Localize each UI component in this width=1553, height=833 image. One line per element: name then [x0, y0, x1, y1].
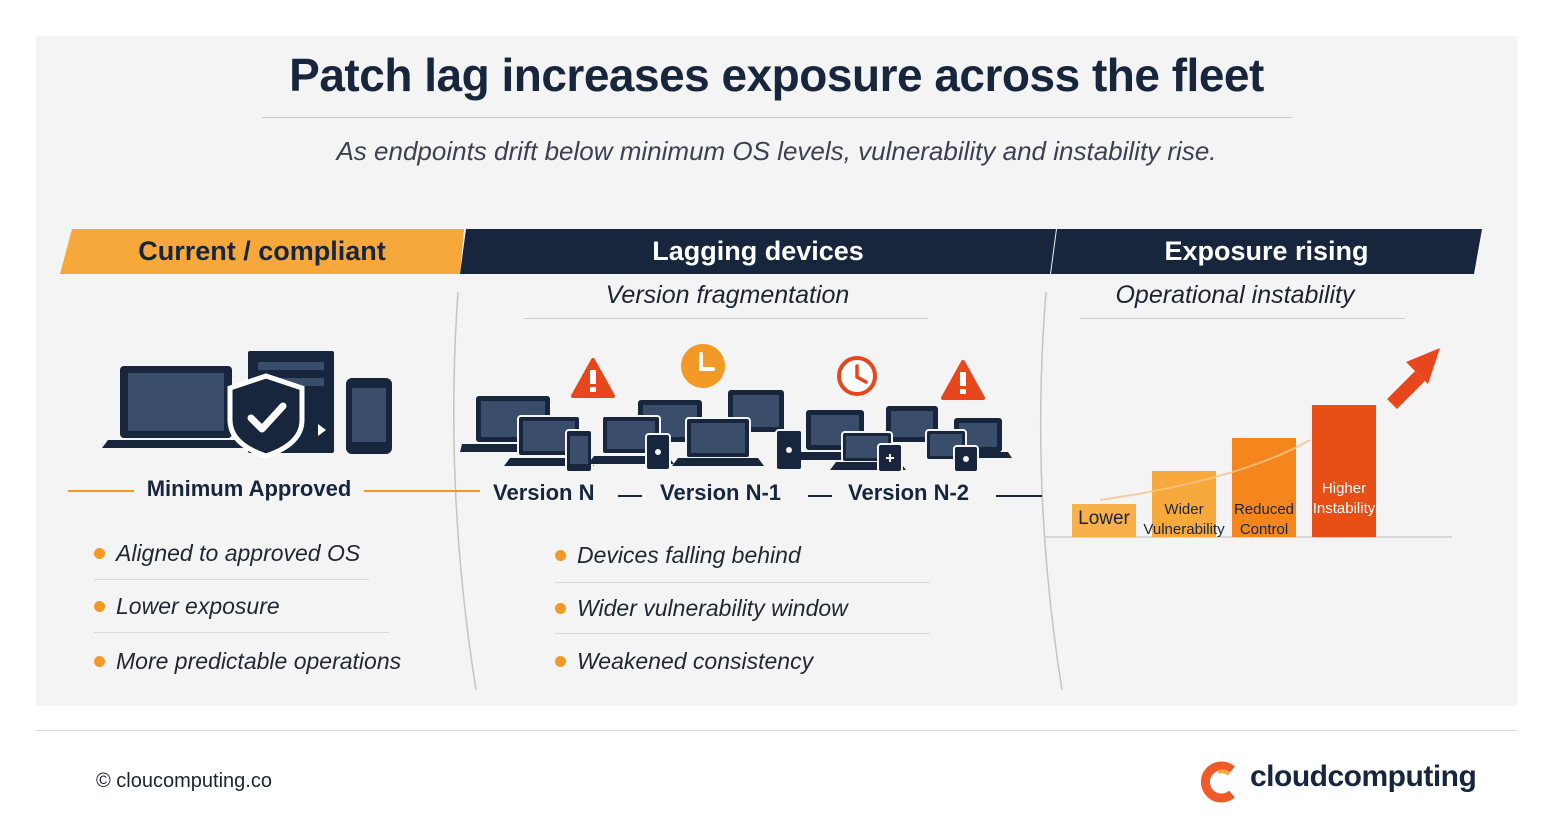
footer-divider [36, 730, 1517, 731]
copyright-text: © cloucomputing.co [96, 770, 272, 792]
list-item: Wider vulnerability window [555, 595, 848, 622]
bar-label: Reduced [1234, 501, 1294, 518]
bullet-dot [555, 550, 566, 561]
bullet-dot [94, 601, 105, 612]
exposure-bar [1312, 405, 1376, 537]
clock-icon [681, 344, 725, 388]
bar-label: Wider [1164, 501, 1203, 518]
operational-instability-heading: Operational instability [1115, 281, 1355, 309]
bullet-rule [94, 632, 389, 633]
bullet-rule [555, 633, 930, 634]
smartphone-icon [346, 378, 392, 454]
exposure-bar [1232, 438, 1296, 537]
laptop-icon [102, 366, 250, 448]
banner-current-compliant: Current / compliant [60, 229, 464, 274]
bullet-dot [94, 548, 105, 559]
exposure-bar [1152, 471, 1216, 537]
banner-lagging-devices: Lagging devices [460, 229, 1056, 274]
bullet-text: More predictable operations [116, 648, 402, 674]
list-item: Lower exposure [94, 593, 280, 620]
brand-logo-icon [1200, 761, 1235, 803]
bullet-dot [94, 656, 105, 667]
title-divider [262, 117, 1292, 118]
version-fragmentation-heading: Version fragmentation [605, 281, 850, 309]
compliant-devices-illustration [102, 351, 392, 459]
page-subtitle: As endpoints drift below minimum OS leve… [336, 136, 1217, 166]
bullet-text: Devices falling behind [577, 542, 801, 568]
bar-label: Control [1240, 521, 1288, 538]
warning-icon [571, 358, 615, 398]
exposure-bar [1072, 504, 1136, 537]
subheading-rule [524, 318, 928, 319]
lagging-devices-illustration [460, 390, 1012, 473]
bullet-rule [94, 579, 369, 580]
bullet-text: Wider vulnerability window [577, 595, 848, 621]
version-n-label: Version N [493, 480, 595, 505]
trend-arrow-icon [1387, 348, 1440, 409]
bar-label: Lower [1078, 508, 1130, 529]
subheading-rule [1080, 318, 1405, 319]
version-n-1-label: Version N-1 [660, 480, 782, 505]
list-item: Devices falling behind [555, 542, 801, 569]
minimum-approved-label: Minimum Approved [146, 476, 352, 501]
bullet-text: Aligned to approved OS [116, 540, 361, 566]
warning-icon [941, 360, 985, 400]
status-icons-row [571, 344, 985, 400]
bar-label: Instability [1313, 500, 1376, 517]
shield-check-icon [227, 373, 305, 459]
version-dashes [618, 495, 1042, 497]
trend-curve [1099, 439, 1311, 501]
bullet-rule [555, 582, 930, 583]
list-item: Aligned to approved OS [94, 540, 360, 567]
list-item: Weakened consistency [555, 648, 813, 675]
bar-label: Higher [1322, 480, 1366, 497]
clock-icon [837, 356, 877, 396]
version-n-2-label: Version N-2 [848, 480, 970, 505]
list-item: More predictable operations [94, 648, 401, 675]
bullet-dot [555, 656, 566, 667]
page-title: Patch lag increases exposure across the … [289, 49, 1264, 101]
brand-name: cloudcomputing [1250, 760, 1477, 793]
banner-exposure-rising: Exposure rising [1051, 229, 1482, 274]
bar-label: Vulnerability [1143, 521, 1225, 538]
bullet-text: Weakened consistency [577, 648, 814, 674]
bullet-text: Lower exposure [116, 593, 280, 619]
bullet-dot [555, 603, 566, 614]
minimum-approved-line [68, 490, 480, 492]
